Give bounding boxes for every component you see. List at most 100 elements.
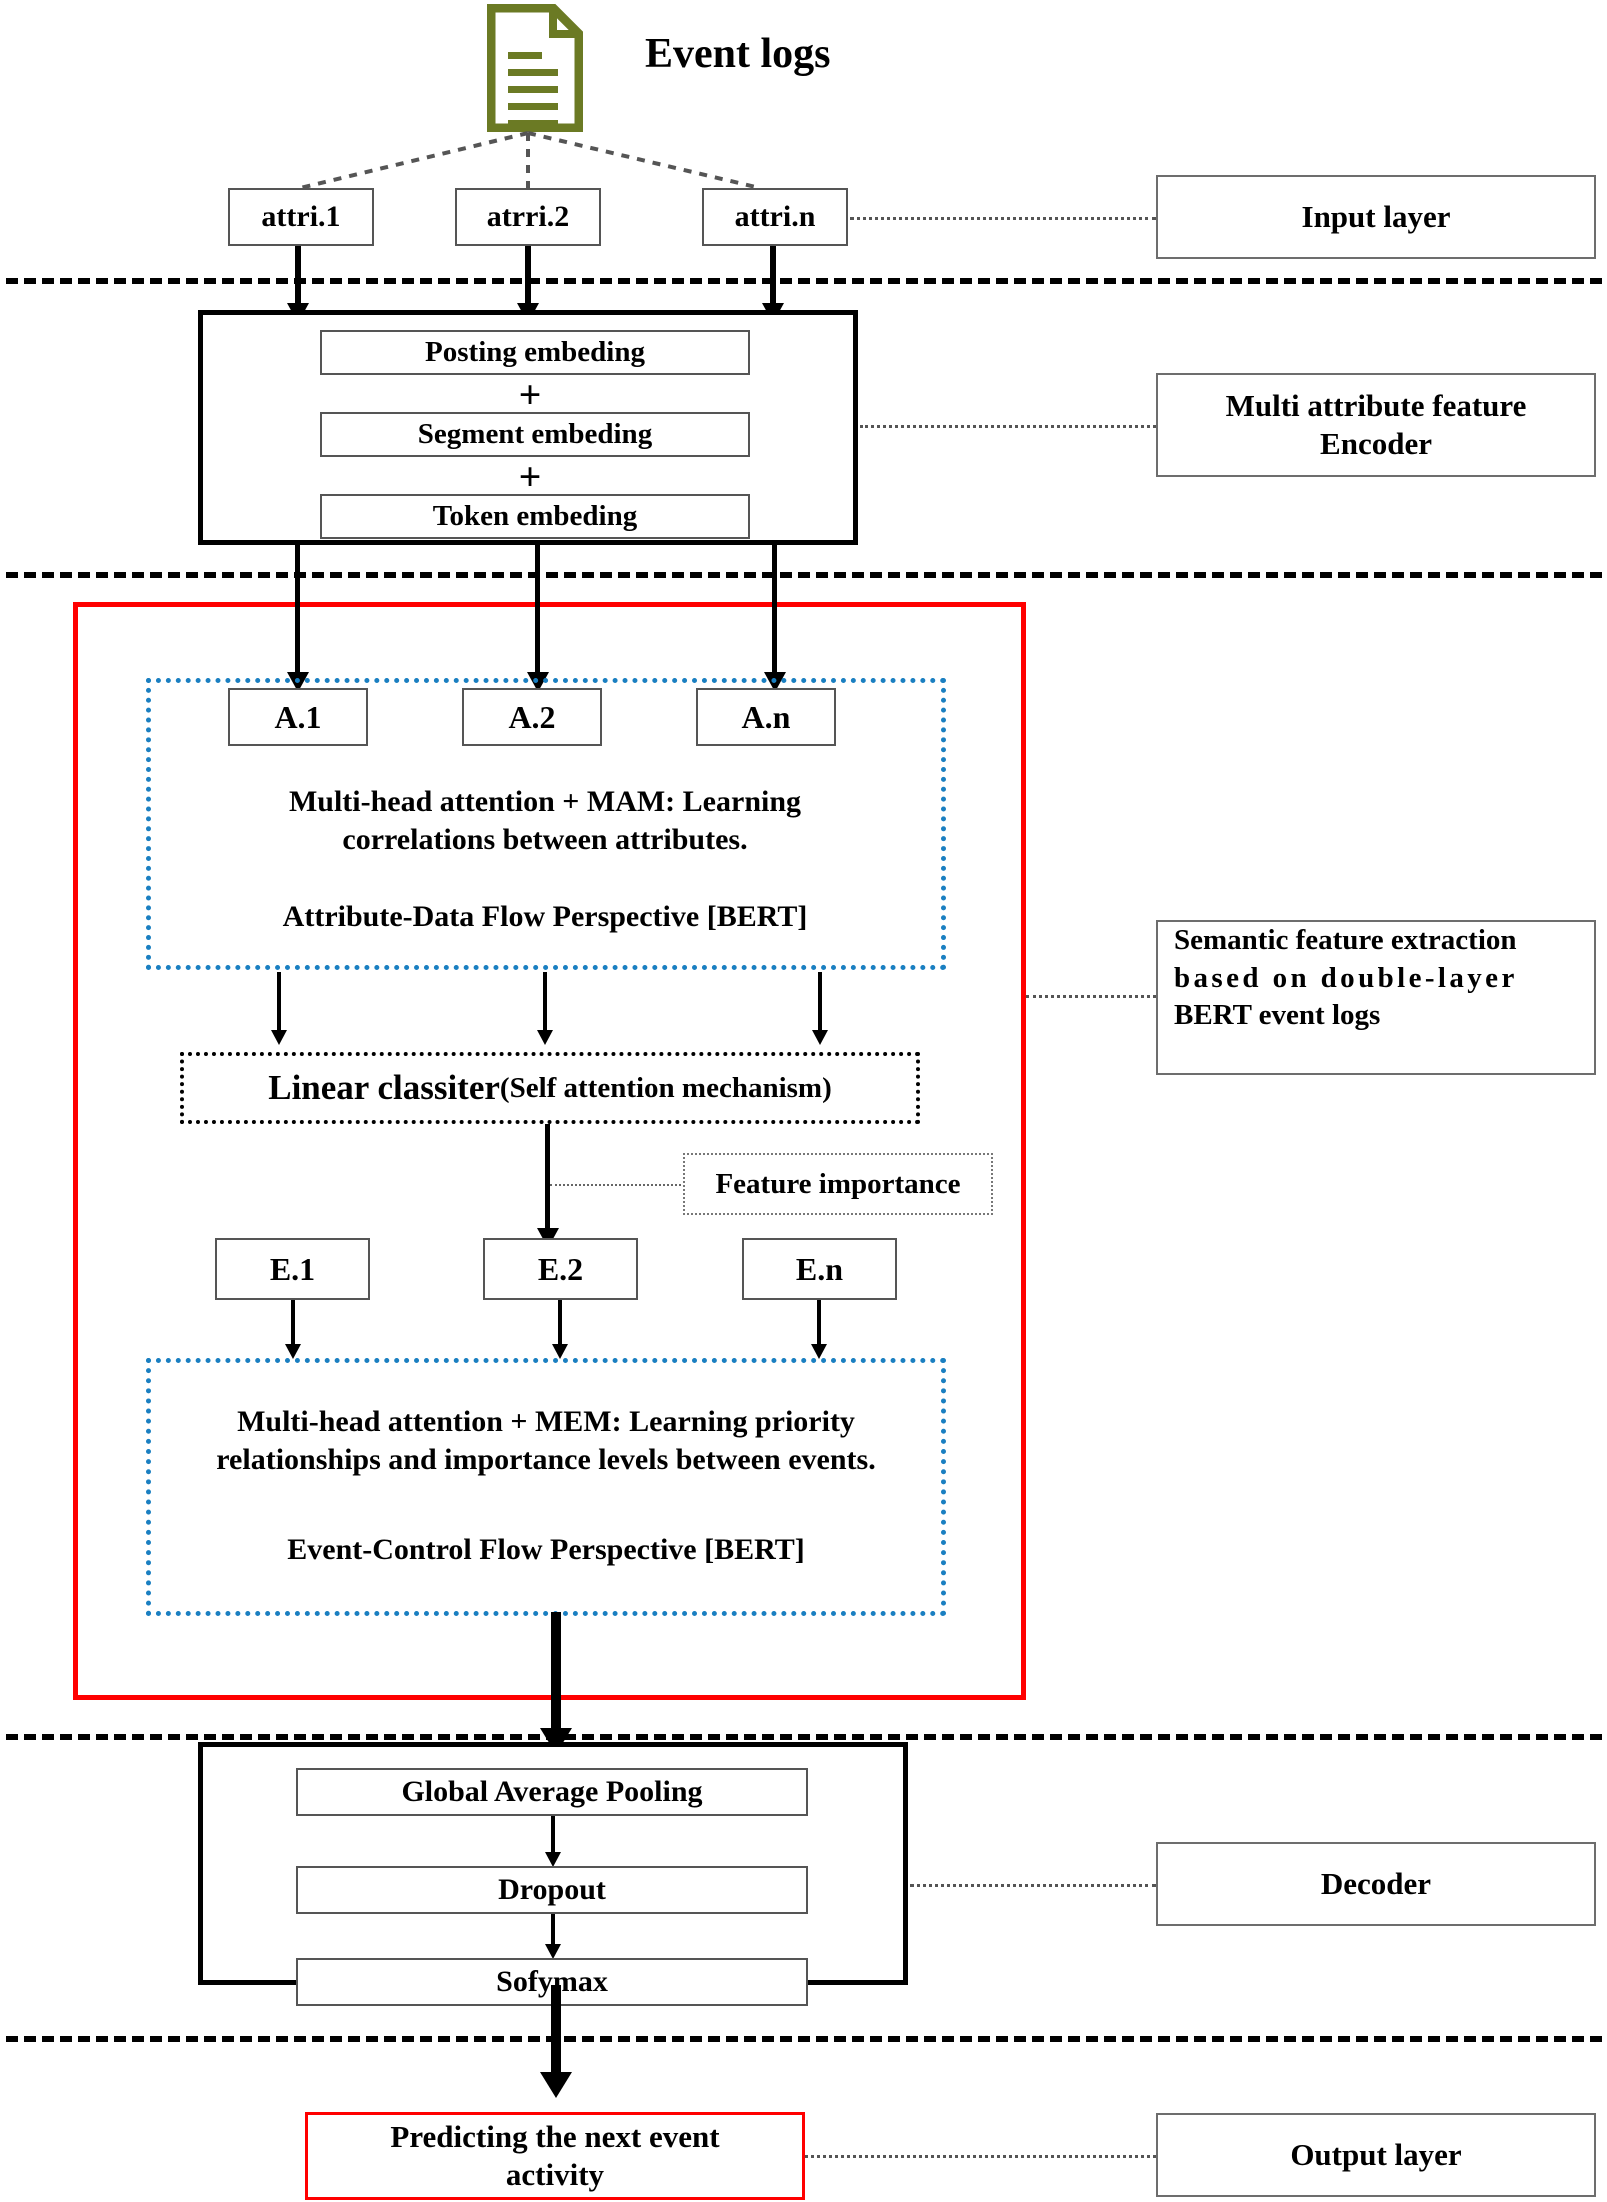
decoder-item-dropout[interactable]: Dropout	[296, 1866, 808, 1914]
decoder-item-sofymax[interactable]: Sofymax	[296, 1958, 808, 2006]
separator-input-encoder	[6, 278, 1602, 284]
decoder-leader	[910, 1884, 1156, 1887]
arrow-en-mem-line	[817, 1300, 821, 1348]
event-flow-description-line2: relationships and importance levels betw…	[216, 1443, 876, 1476]
decoder-item-global-average-pooling[interactable]: Global Average Pooling	[296, 1768, 808, 1816]
side-label-decoder-text: Decoder	[1320, 1866, 1432, 1901]
side-label-encoder: Multi attribute feature Encoder	[1156, 373, 1596, 477]
token-box-e2[interactable]: E.2	[483, 1238, 638, 1300]
encoder-item-token-label: Token embeding	[432, 500, 638, 532]
attribute-box-2[interactable]: atrri.2	[455, 188, 601, 246]
attribute-box-n-label: attri.n	[734, 200, 816, 233]
attribute-flow-description: Multi-head attention + MAM: Learning cor…	[190, 782, 900, 860]
output-prediction-line1: Predicting the next event	[390, 2119, 720, 2155]
encoder-item-segment-embeding[interactable]: Segment embeding	[320, 412, 750, 457]
encoder-plus-1-glyph: +	[518, 372, 542, 417]
side-label-decoder: Decoder	[1156, 1842, 1596, 1926]
linear-classifier-label-strong: Linear classiter	[268, 1068, 500, 1107]
event-flow-description: Multi-head attention + MEM: Learning pri…	[168, 1400, 924, 1482]
separator-encoder-semantic	[6, 572, 1602, 578]
side-label-encoder-line1: Multi attribute feature	[1225, 388, 1527, 424]
side-label-encoder-line2: Encoder	[1320, 426, 1432, 461]
attribute-box-1-label: attri.1	[261, 200, 341, 233]
attribute-box-n[interactable]: attri.n	[702, 188, 848, 246]
side-label-input-layer-text: Input layer	[1301, 199, 1451, 234]
output-prediction-line2: activity	[505, 2157, 605, 2192]
event-flow-block	[146, 1358, 946, 1616]
arrow-gap-dropout-line	[551, 1816, 555, 1856]
decoder-item-dropout-label: Dropout	[498, 1873, 606, 1906]
arrow-en-mem-head	[811, 1344, 827, 1359]
feature-importance-leader	[550, 1184, 685, 1186]
token-box-a2-label: A.2	[508, 698, 556, 735]
arrow-af-lc-n-head	[812, 1030, 828, 1045]
side-label-semantic-extraction: Semantic feature extraction based on dou…	[1156, 920, 1596, 1075]
arrow-gap-dropout-head	[545, 1852, 561, 1867]
token-box-a1[interactable]: A.1	[228, 688, 368, 746]
arrow-enc-an-line	[772, 545, 777, 680]
decoder-item-gap-label: Global Average Pooling	[401, 1775, 703, 1808]
side-label-output-layer-text: Output layer	[1290, 2137, 1462, 2172]
event-flow-perspective: Event-Control Flow Perspective [BERT]	[168, 1530, 924, 1570]
page-title: Event logs	[645, 31, 831, 77]
arrow-attr1-line	[295, 246, 301, 308]
side-label-input-layer: Input layer	[1156, 175, 1596, 259]
semantic-leader	[1026, 995, 1156, 998]
encoder-item-posting-embeding[interactable]: Posting embeding	[320, 330, 750, 375]
token-box-a1-label: A.1	[274, 698, 322, 735]
encoder-item-posting-label: Posting embeding	[425, 336, 645, 368]
encoder-plus-2-glyph: +	[518, 454, 542, 499]
output-prediction-box[interactable]: Predicting the next event activity	[305, 2112, 805, 2200]
attribute-flow-perspective: Attribute-Data Flow Perspective [BERT]	[190, 898, 900, 936]
attribute-flow-block	[146, 678, 946, 970]
arrow-dropout-softmax-head	[545, 1944, 561, 1959]
token-box-en-label: E.n	[795, 1250, 844, 1287]
event-flow-description-line1: Multi-head attention + MEM: Learning pri…	[237, 1404, 855, 1438]
encoder-leader	[860, 425, 1156, 428]
token-box-an[interactable]: A.n	[696, 688, 836, 746]
feature-importance-label: Feature importance	[715, 1167, 961, 1200]
arrow-af-lc-n-line	[818, 972, 822, 1034]
encoder-item-token-embeding[interactable]: Token embeding	[320, 494, 750, 539]
arrow-e2-mem-head	[552, 1344, 568, 1359]
linear-classifier-label-rest: (Self attention mechanism)	[499, 1071, 832, 1104]
side-label-semantic-line2: based on double-layer	[1174, 961, 1518, 994]
arrow-dropout-softmax-line	[551, 1914, 555, 1948]
attribute-flow-perspective-text: Attribute-Data Flow Perspective [BERT]	[282, 900, 808, 933]
arrow-semantic-decoder-line	[551, 1612, 561, 1740]
attribute-flow-description-line2: correlations between attributes.	[342, 823, 748, 856]
arrow-af-lc-2-head	[537, 1030, 553, 1045]
arrow-e1-mem-head	[285, 1344, 301, 1359]
arrow-enc-a2-line	[535, 545, 540, 680]
arrow-lc-e2-line	[545, 1124, 550, 1234]
attribute-box-1[interactable]: attri.1	[228, 188, 374, 246]
linear-classifier-box[interactable]: Linear classiter(Self attention mechanis…	[180, 1052, 920, 1124]
side-label-output-layer: Output layer	[1156, 2113, 1596, 2197]
arrow-e2-mem-line	[558, 1300, 562, 1348]
token-box-e2-label: E.2	[537, 1250, 584, 1287]
output-layer-leader	[805, 2155, 1156, 2158]
separator-semantic-decoder	[6, 1734, 1602, 1740]
input-layer-leader	[850, 217, 1156, 220]
arrow-af-lc-2-line	[543, 972, 547, 1034]
token-box-an-label: A.n	[741, 698, 791, 735]
encoder-item-segment-label: Segment embeding	[417, 418, 653, 450]
encoder-plus-2: +	[500, 454, 560, 499]
token-box-e1[interactable]: E.1	[215, 1238, 370, 1300]
arrow-e1-mem-line	[291, 1300, 295, 1348]
token-box-en[interactable]: E.n	[742, 1238, 897, 1300]
attribute-box-2-label: atrri.2	[486, 200, 570, 233]
arrow-af-lc-1-head	[271, 1030, 287, 1045]
arrow-enc-a1-line	[295, 545, 300, 680]
event-flow-perspective-text: Event-Control Flow Perspective [BERT]	[287, 1533, 805, 1566]
arrow-attr2-line	[525, 246, 531, 308]
encoder-plus-1: +	[500, 372, 560, 417]
event-logs-document-icon	[486, 3, 584, 137]
token-box-a2[interactable]: A.2	[462, 688, 602, 746]
arrow-decoder-output-line	[551, 1985, 561, 2083]
arrow-attrn-line	[770, 246, 776, 308]
arrow-af-lc-1-line	[277, 972, 281, 1034]
separator-decoder-output	[6, 2036, 1602, 2042]
attribute-flow-description-line1: Multi-head attention + MAM: Learning	[288, 784, 802, 818]
